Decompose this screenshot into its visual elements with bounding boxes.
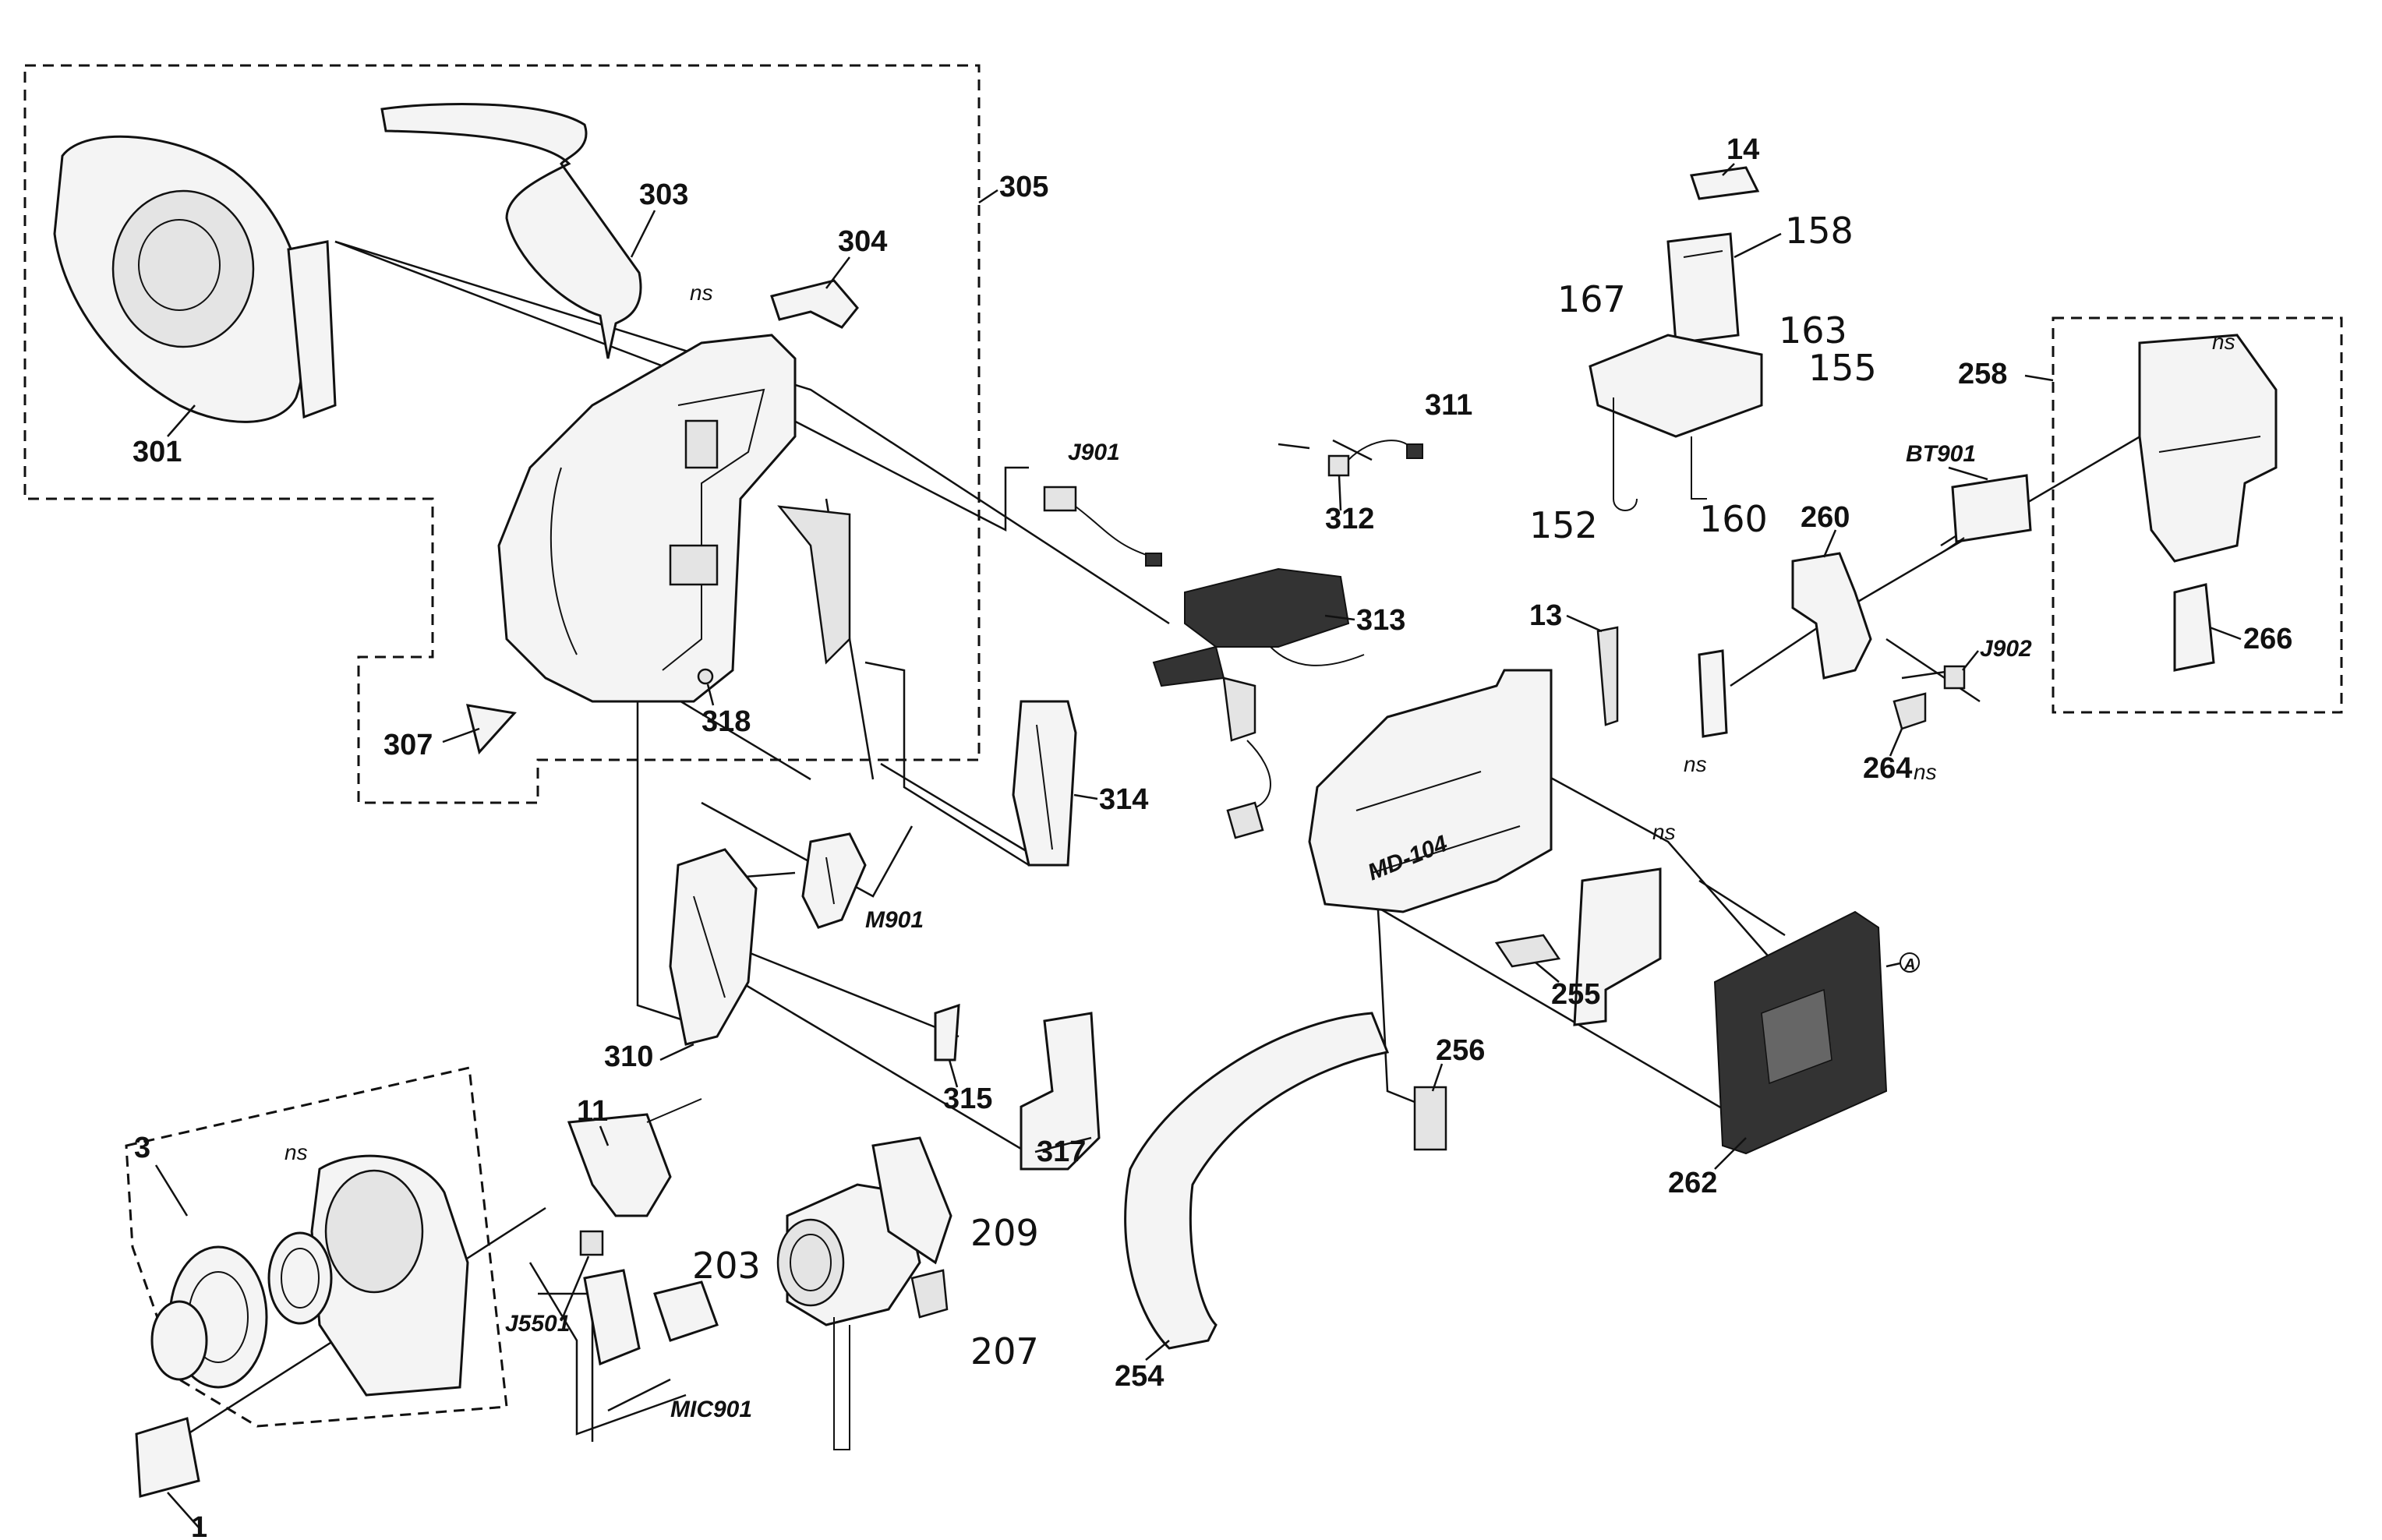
- label-leaders: [154, 163, 2242, 1528]
- part-1-cap[interactable]: [135, 1417, 200, 1498]
- label-j5501: J5501: [505, 1311, 570, 1337]
- label-m901: M901: [865, 907, 924, 933]
- label-301: 301: [133, 436, 182, 468]
- part-262-main-pcb[interactable]: [1713, 910, 1888, 1155]
- label-314: 314: [1099, 783, 1148, 816]
- label-304: 304: [838, 225, 887, 258]
- part-bt901-battery[interactable]: [1940, 474, 2032, 554]
- label-155: 155: [1808, 347, 1877, 389]
- label-311: 311: [1425, 389, 1472, 422]
- label-j902: J902: [1980, 636, 2032, 662]
- label-318: 318: [702, 705, 751, 738]
- label-207: 207: [970, 1330, 1039, 1372]
- label-ns-left-260: ns: [1684, 752, 1707, 776]
- part-304-bracket[interactable]: [770, 279, 859, 329]
- label-163: 163: [1779, 309, 1847, 351]
- part-317-flex-board[interactable]: [1020, 1012, 1101, 1171]
- label-266: 266: [2243, 623, 2292, 655]
- part-3-lens-hood[interactable]: [150, 1154, 469, 1397]
- label-262: 262: [1668, 1167, 1717, 1199]
- part-md104-board[interactable]: [1308, 669, 1553, 913]
- part-mic901-microphone[interactable]: [583, 1269, 719, 1366]
- part-301-cover[interactable]: [53, 135, 337, 423]
- part-j902-jack[interactable]: [1943, 665, 1966, 690]
- part-j5501-jack[interactable]: [579, 1230, 604, 1256]
- label-255: 255: [1551, 978, 1600, 1011]
- part-j901-connector[interactable]: [1043, 486, 1162, 567]
- part-ns-plate[interactable]: [1573, 867, 1662, 1026]
- part-315-spring[interactable]: [934, 1003, 960, 1061]
- part-260-bracket[interactable]: [1791, 552, 1872, 680]
- part-158-viewfinder[interactable]: [1589, 232, 1763, 511]
- label-ns-264: ns: [1914, 760, 1937, 784]
- part-209-lens-frame[interactable]: [871, 1136, 952, 1265]
- label-203: 203: [692, 1245, 761, 1287]
- label-ns-258: ns: [2212, 330, 2235, 354]
- label-1: 1: [191, 1511, 207, 1540]
- label-264: 264: [1863, 752, 1912, 785]
- label-152: 152: [1529, 504, 1598, 546]
- label-14: 14: [1726, 133, 1759, 166]
- label-305: 305: [999, 171, 1048, 203]
- part-255-pad[interactable]: [1494, 934, 1561, 968]
- label-ns-plate: ns: [1652, 820, 1676, 844]
- part-313-switch-block[interactable]: [1152, 567, 1365, 839]
- ref-a-marker: [1900, 952, 1920, 973]
- label-258: 258: [1958, 358, 2007, 390]
- label-310: 310: [604, 1040, 653, 1073]
- label-ns-frame: ns: [690, 281, 713, 305]
- part-258-housing[interactable]: [2138, 334, 2278, 672]
- part-312-clip[interactable]: [1327, 454, 1350, 477]
- part-318-screw[interactable]: [697, 668, 714, 685]
- label-260: 260: [1801, 501, 1850, 534]
- label-313: 313: [1356, 604, 1405, 637]
- label-167: 167: [1557, 278, 1626, 320]
- label-ns-hood: ns: [284, 1140, 308, 1164]
- label-307: 307: [383, 729, 433, 761]
- label-3: 3: [134, 1132, 150, 1164]
- part-307-hook[interactable]: [465, 704, 517, 755]
- label-mic901: MIC901: [670, 1397, 752, 1422]
- label-ref-a: A: [1903, 956, 1915, 973]
- part-254-grip-cover[interactable]: [1124, 1012, 1390, 1350]
- label-312: 312: [1325, 503, 1374, 535]
- part-311-cable[interactable]: [1348, 440, 1423, 461]
- assembly-boundary-3: [125, 1066, 508, 1428]
- part-303-strap[interactable]: [380, 103, 642, 359]
- part-256-bracket[interactable]: [1413, 1086, 1447, 1151]
- part-ns-plate-2[interactable]: [1698, 649, 1728, 738]
- label-11: 11: [577, 1095, 608, 1128]
- assembly-boundary-258: [2052, 316, 2343, 714]
- label-315: 315: [943, 1083, 992, 1115]
- label-209: 209: [970, 1212, 1039, 1254]
- assembly-boundary-305: [23, 64, 981, 804]
- label-bt901: BT901: [1906, 441, 1976, 467]
- label-256: 256: [1436, 1034, 1485, 1067]
- label-160: 160: [1699, 498, 1768, 540]
- label-13: 13: [1529, 599, 1562, 632]
- part-labels: 301 303 304 305 307 318 J901 311 312 313…: [133, 133, 2292, 1540]
- part-13-bracket[interactable]: [1596, 626, 1619, 726]
- part-11-board[interactable]: [567, 1098, 702, 1217]
- part-310-frame[interactable]: [669, 848, 758, 1046]
- label-j901: J901: [1068, 440, 1120, 465]
- label-303: 303: [639, 178, 688, 211]
- part-305-frame[interactable]: [497, 334, 851, 703]
- label-254: 254: [1115, 1360, 1164, 1393]
- part-314-bracket[interactable]: [1012, 700, 1077, 867]
- part-m901-motor[interactable]: [801, 832, 867, 929]
- part-207-flex-cable[interactable]: [833, 1269, 949, 1450]
- label-158: 158: [1785, 210, 1854, 252]
- part-264-bracket[interactable]: [1893, 692, 1927, 730]
